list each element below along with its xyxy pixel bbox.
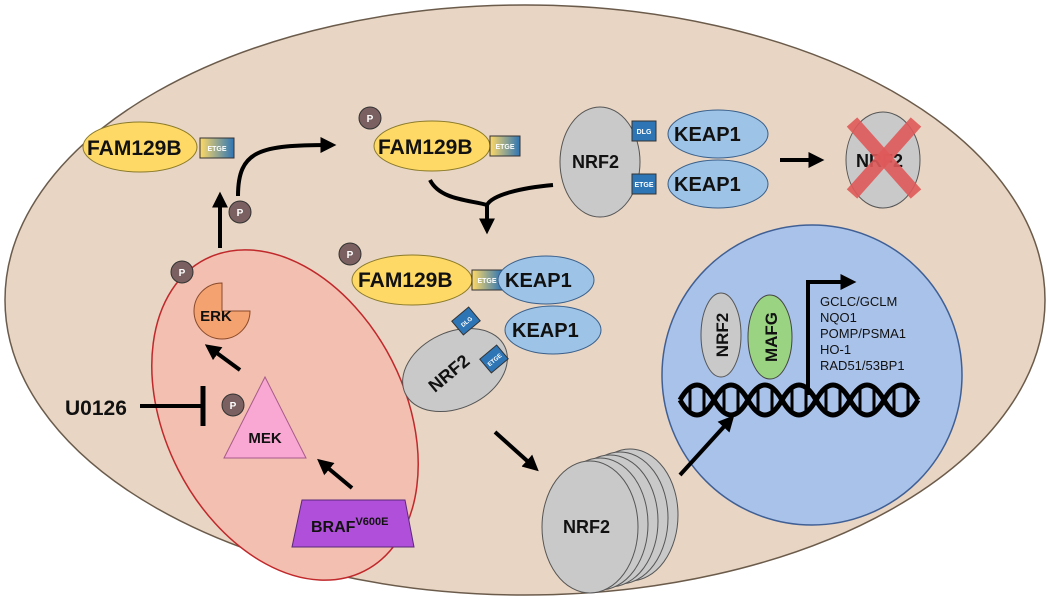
svg-text:MAFG: MAFG — [762, 312, 781, 362]
svg-text:P: P — [179, 268, 186, 279]
svg-text:ETGE: ETGE — [634, 182, 653, 189]
svg-text:FAM129B: FAM129B — [358, 269, 453, 292]
svg-text:NRF2: NRF2 — [713, 313, 732, 357]
etge-motif — [631, 173, 657, 195]
svg-text:P: P — [237, 208, 244, 219]
etge-motif — [199, 137, 235, 159]
target-gene: NQO1 — [820, 310, 857, 325]
target-gene: RAD51/53BP1 — [820, 358, 905, 373]
svg-text:ETGE: ETGE — [477, 278, 496, 285]
svg-text:P: P — [367, 114, 374, 125]
nuclear-nrf2: NRF2 — [700, 292, 742, 378]
dlg-motif — [631, 120, 657, 142]
svg-text:DLG: DLG — [637, 129, 652, 136]
fam129b-keap1-nrf2-complex: FAM129B P ETGE KEAP1 KEAP1 NRF2 DLG ETGE — [338, 242, 602, 413]
arrow-mek-to-erk — [204, 344, 242, 372]
svg-text:P: P — [230, 401, 237, 412]
transcription-arrow-icon — [806, 274, 857, 395]
arrow-phosphorylation-curve — [236, 137, 337, 197]
inhibitor-label: U0126 — [65, 397, 127, 420]
nrf2-accumulation-stack: NRF2 — [541, 448, 679, 594]
target-gene-list: GCLC/GCLM NQO1 POMP/PSMA1 HO-1 RAD51/53B… — [820, 294, 906, 373]
svg-text:MEK: MEK — [248, 430, 282, 447]
svg-text:FAM129B: FAM129B — [378, 136, 473, 159]
svg-text:KEAP1: KEAP1 — [512, 320, 579, 342]
svg-text:NRF2: NRF2 — [563, 517, 610, 537]
svg-text:BRAFV600E: BRAFV600E — [311, 516, 388, 536]
nucleus — [661, 224, 963, 526]
arrow-merge-right — [485, 183, 554, 207]
fam129b-unphosphorylated: FAM129B ETGE — [82, 121, 235, 173]
target-gene: GCLC/GCLM — [820, 294, 897, 309]
svg-text:NRF2: NRF2 — [572, 152, 619, 172]
nrf2-keap1-complex: NRF2 KEAP1 KEAP1 DLG ETGE — [559, 106, 769, 218]
fam129b-phosphorylated: FAM129B ETGE P — [358, 106, 521, 172]
dna-helix-icon — [677, 382, 921, 418]
mek: MEK P — [221, 375, 307, 459]
nrf2-degraded: NRF2 — [845, 111, 922, 209]
inhibitor-u0126: U0126 — [65, 386, 206, 426]
arrow-to-nucleus — [678, 415, 735, 477]
mafg: MAFG — [747, 294, 793, 380]
arrow-to-nrf2-accumulation — [493, 430, 539, 472]
svg-text:P: P — [347, 250, 354, 261]
arrow-braf-to-mek — [317, 458, 354, 490]
svg-text:KEAP1: KEAP1 — [505, 270, 572, 292]
arrow-merge-left — [428, 178, 488, 207]
degradation-cross-icon — [846, 117, 922, 199]
fam129b-label: FAM129B — [87, 137, 182, 160]
svg-text:ERK: ERK — [200, 308, 232, 325]
braf: BRAFV600E — [291, 499, 415, 548]
svg-text:KEAP1: KEAP1 — [674, 124, 741, 146]
phospho-circle: P — [228, 200, 252, 224]
svg-text:ETGE: ETGE — [207, 146, 226, 153]
svg-text:ETGE: ETGE — [495, 144, 514, 151]
erk: ERK P — [170, 260, 251, 340]
target-gene: HO-1 — [820, 342, 851, 357]
target-gene: POMP/PSMA1 — [820, 326, 906, 341]
svg-text:KEAP1: KEAP1 — [674, 174, 741, 196]
